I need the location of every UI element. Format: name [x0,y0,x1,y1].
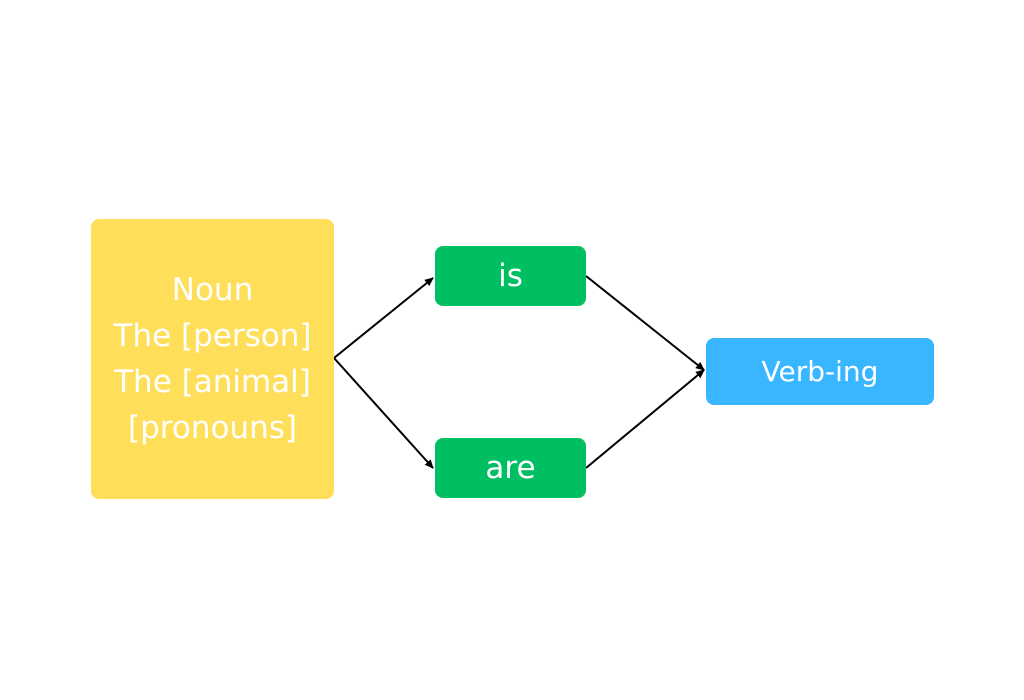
noun-node-line-1: Noun [171,272,254,308]
edge-noun-to-are [333,357,434,469]
noun-node-line-4: [pronouns] [128,410,297,446]
is-node-label: is [498,258,523,294]
is-node: is [435,246,586,306]
noun-node-line-3: The [animal] [114,364,311,400]
verb-ing-node: Verb-ing [706,338,934,405]
edge-is-to-verb [585,275,705,371]
verb-ing-node-label: Verb-ing [761,355,879,388]
are-node: are [435,438,586,498]
are-node-label: are [485,450,536,486]
edge-noun-to-is [333,277,434,359]
noun-node: Noun The [person] The [animal] [pronouns… [91,219,334,499]
noun-node-line-2: The [person] [113,318,312,354]
edge-are-to-verb [585,369,705,469]
